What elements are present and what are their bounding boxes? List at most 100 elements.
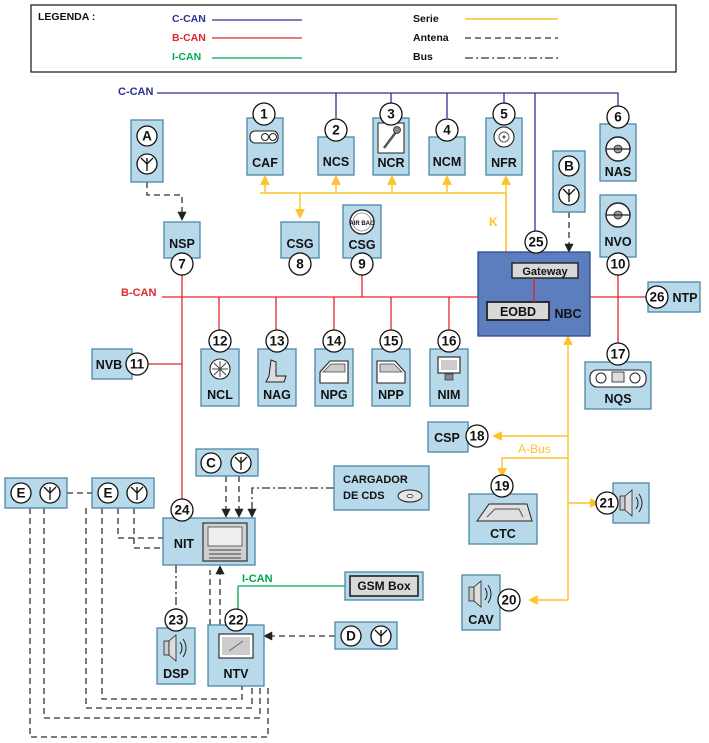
npp-number-circle xyxy=(379,329,403,353)
nfr-number: 5 xyxy=(500,107,508,122)
ncl-label: NCL xyxy=(207,388,233,402)
gateway-25-label: 25 xyxy=(524,230,548,254)
legend-serie-label: Serie xyxy=(413,13,439,25)
antenna-b-label: B xyxy=(564,159,574,174)
ntv-label: NTV xyxy=(224,667,250,681)
nvb-number: 11 xyxy=(130,357,145,372)
antenna-e-left-label: E xyxy=(16,486,25,501)
nvo-number-circle xyxy=(606,252,630,276)
module-dsp: DSP 23 xyxy=(156,608,196,685)
npg-number-circle xyxy=(322,329,346,353)
nas-label: NAS xyxy=(605,165,631,179)
speaker-icon xyxy=(619,489,643,517)
nfr-label: NFR xyxy=(491,156,517,170)
c-can-bus-label: C-CAN xyxy=(118,86,153,98)
antenna-e-right-label: E xyxy=(103,486,112,501)
caf-box xyxy=(246,117,284,176)
navigation-unit-icon xyxy=(202,522,248,562)
ncs-box xyxy=(317,136,355,176)
cav-number-circle xyxy=(497,588,521,612)
cd-changer: CARGADOR DE CDS xyxy=(333,465,430,511)
cav-number: 20 xyxy=(501,593,516,608)
i-can-bus-label: I-CAN xyxy=(242,573,273,585)
ncr-number-circle xyxy=(379,102,403,126)
nvb-number-circle xyxy=(125,352,149,376)
serie-wires xyxy=(260,175,600,605)
ctc-number: 19 xyxy=(494,479,509,494)
a-bus-label: A-Bus xyxy=(518,442,551,456)
csg8-number-circle xyxy=(288,252,312,276)
legend-b-can-label: B-CAN xyxy=(172,32,206,44)
module-ctc: CTC 19 xyxy=(468,474,538,545)
keyless-card-icon xyxy=(476,503,533,522)
npg-label: NPG xyxy=(320,388,347,402)
sensor-icon xyxy=(377,122,405,154)
nsp-label: NSP xyxy=(169,237,195,251)
dsp-number-circle xyxy=(164,608,188,632)
csg9-label: CSG xyxy=(348,238,375,252)
cd-disc-icon xyxy=(397,489,423,503)
module-nsp: NSP 7 xyxy=(163,221,201,276)
nqs-label: NQS xyxy=(604,392,631,406)
module-nvo: NVO 10 xyxy=(599,194,637,276)
antenna-c: C xyxy=(195,448,259,477)
csg8-box xyxy=(280,221,320,259)
module-cav: CAV 20 xyxy=(461,574,521,631)
airbag-icon-label: AIR BAG xyxy=(349,221,375,227)
csp-number: 18 xyxy=(469,429,485,444)
speaker-icon xyxy=(468,580,492,608)
csp-number-circle xyxy=(465,424,489,448)
nit-number-circle xyxy=(170,498,194,522)
csp-label: CSP xyxy=(434,431,460,445)
nim-number: 16 xyxy=(441,334,457,349)
ncm-number-circle xyxy=(435,118,459,142)
npp-number: 15 xyxy=(383,334,399,349)
nvo-label: NVO xyxy=(604,235,631,249)
brake-disc-icon xyxy=(493,126,515,148)
cav-label: CAV xyxy=(468,613,494,627)
nvo-number: 10 xyxy=(610,257,625,272)
antenna-e-right: E xyxy=(91,477,155,509)
nqs-number: 17 xyxy=(610,347,625,362)
ncs-number: 2 xyxy=(332,123,340,138)
cd-changer-label-2: DE CDS xyxy=(343,490,385,502)
nim-number-circle xyxy=(437,329,461,353)
ncs-label: NCS xyxy=(323,155,349,169)
c-can-wires xyxy=(157,92,619,234)
nqs-number-circle xyxy=(606,342,630,366)
speaker-icon xyxy=(163,634,187,662)
module-nvb: NVB 11 xyxy=(91,348,149,380)
legend: LEGENDA : C-CAN B-CAN I-CAN Serie Antena… xyxy=(30,4,677,73)
module-ncm: NCM 4 xyxy=(428,118,466,176)
module-ncl: NCL 12 xyxy=(200,329,240,407)
legend-title: LEGENDA : xyxy=(38,11,95,23)
nag-number-circle xyxy=(265,329,289,353)
gsm-box xyxy=(349,575,419,597)
ntp-label: NTP xyxy=(673,291,698,305)
module-nas: NAS 6 xyxy=(599,105,637,182)
dsp-label: DSP xyxy=(163,667,189,681)
nsp-number-circle xyxy=(170,252,194,276)
nag-number: 13 xyxy=(269,334,285,349)
csg9-number: 9 xyxy=(358,257,366,272)
nit-number: 24 xyxy=(174,503,190,518)
module-ncr: NCR 3 xyxy=(372,102,410,176)
ncl-number: 12 xyxy=(212,334,227,349)
instrument-cluster-icon xyxy=(589,369,647,388)
nag-label: NAG xyxy=(263,388,291,402)
caf-label: CAF xyxy=(252,156,278,170)
legend-antena-label: Antena xyxy=(413,32,449,44)
b-can-bus-label: B-CAN xyxy=(121,287,156,299)
eobd-label: EOBD xyxy=(500,305,536,319)
legend-i-can-label: I-CAN xyxy=(172,51,201,63)
ncr-number: 3 xyxy=(387,107,395,122)
antenna-icon xyxy=(130,486,144,500)
antenna-icon xyxy=(43,486,57,500)
ctc-number-circle xyxy=(490,474,514,498)
door-icon xyxy=(319,360,349,384)
module-nag: NAG 13 xyxy=(257,329,297,407)
spk21-number: 21 xyxy=(599,496,615,511)
module-nim: NIM 16 xyxy=(429,329,469,407)
climate-fan-icon xyxy=(209,358,231,380)
